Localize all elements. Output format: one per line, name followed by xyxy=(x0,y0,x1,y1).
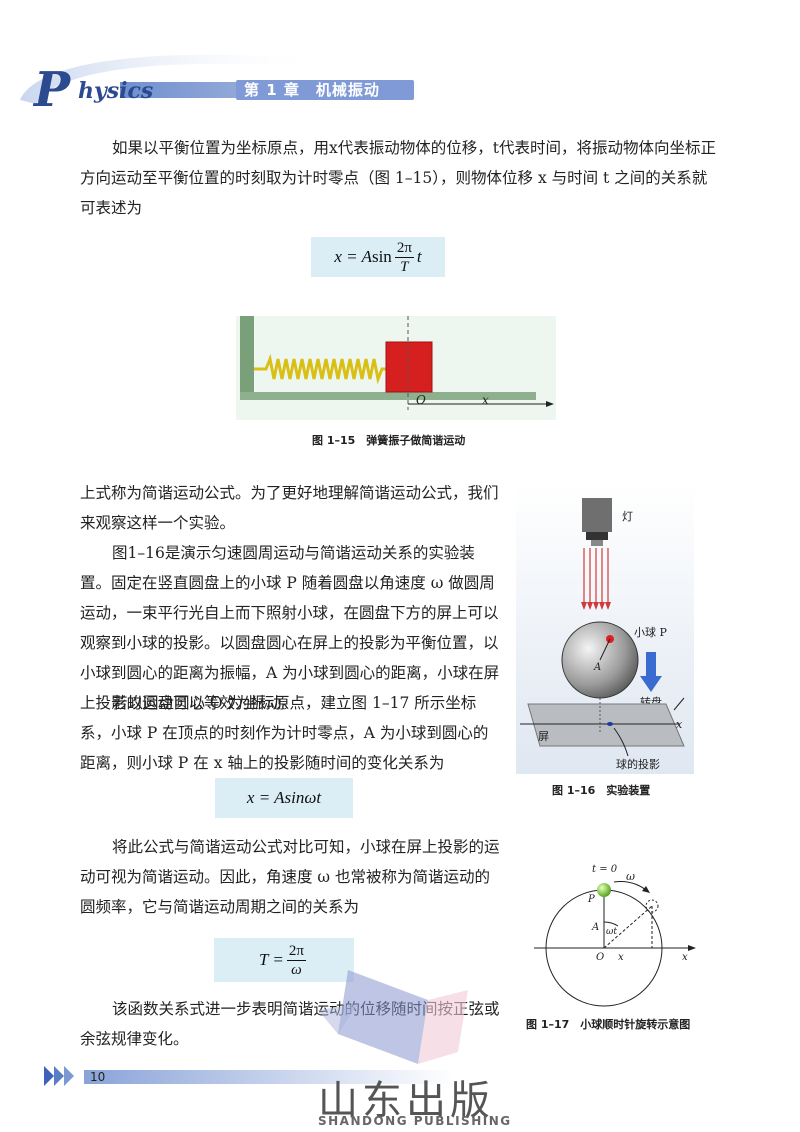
fig16-label-x: x xyxy=(676,718,683,731)
chapter-title: 第 1 章 机械振动 xyxy=(244,81,380,99)
formula1-numerator: 2π xyxy=(394,239,414,258)
fig16-label-a: A xyxy=(593,662,601,673)
fig15-label-o: O xyxy=(416,393,426,407)
light-rays xyxy=(583,548,609,606)
paragraph-3: 图1–16是演示匀速圆周运动与简谐运动关系的实验装置。固定在竖直圆盘上的小球 P… xyxy=(80,544,500,712)
paragraph-4: 若以圆盘圆心 O 为坐标原点，建立图 1–17 所示坐标系，小球 P 在顶点的时… xyxy=(80,694,489,772)
formula3-lhs: T = xyxy=(259,950,284,969)
fig15-caption: 图 1–15 弹簧振子做简谐运动 xyxy=(312,434,466,447)
fig17-label-o: O xyxy=(596,952,604,963)
figure-1-16: 灯 A 小球 P 转盘 x 屏 球的投影 xyxy=(516,484,694,774)
fig17-label-wt: ωt xyxy=(606,927,617,937)
formula-box-3: T = 2π ω xyxy=(214,938,354,982)
fig16-label-screen: 屏 xyxy=(538,730,549,743)
ball-p xyxy=(597,883,611,897)
fig17-label-t0: t = 0 xyxy=(592,864,618,875)
lamp-body xyxy=(582,498,612,532)
logo-text: hysics xyxy=(78,78,154,104)
block xyxy=(385,341,433,393)
fig17-label-p: P xyxy=(587,894,595,905)
fig17-caption: 图 1–17 小球顺时针旋转示意图 xyxy=(526,1018,691,1031)
fig17-label-x1: x xyxy=(618,952,624,963)
screen xyxy=(527,703,685,747)
page-number: 10 xyxy=(90,1070,106,1084)
fig15-label-x: x xyxy=(482,393,489,407)
header-banner xyxy=(20,54,420,104)
paragraph-intro: 如果以平衡位置为坐标原点，用x代表振动物体的位移，t代表时间，将振动物体向坐标正… xyxy=(80,139,716,217)
formula1-denominator: T xyxy=(400,258,409,275)
formula1-fn: sin xyxy=(371,247,392,266)
logo-letter-p: P xyxy=(34,62,71,118)
formula1-lhs: x = A xyxy=(334,247,372,266)
publisher-watermark xyxy=(318,970,468,1064)
spring xyxy=(254,353,386,385)
ball-shadow xyxy=(607,722,613,726)
fig17-label-a: A xyxy=(591,922,599,933)
paragraph-5: 将此公式与简谐运动公式对比可知，小球在屏上投影的运动可视为简谐运动。因此，角速度… xyxy=(80,838,500,916)
fig17-label-omega: ω xyxy=(626,870,635,883)
publisher-name-cn: 山东出版 xyxy=(318,1078,494,1124)
floor xyxy=(240,392,536,400)
formula1-fraction: 2π T xyxy=(394,239,414,276)
figure-1-15: O x xyxy=(236,316,556,420)
formula1-var: t xyxy=(416,247,422,266)
fig16-label-lamp: 灯 xyxy=(622,510,633,523)
figure-1-17: t = 0 ω P A ωt O x x xyxy=(534,864,696,1007)
formula-box-2: x = Asinωt xyxy=(215,778,353,818)
footer-band xyxy=(44,1066,454,1086)
fig16-caption: 图 1–16 实验装置 xyxy=(552,784,651,797)
publisher-name-en: SHANDONG PUBLISHING xyxy=(318,1114,512,1128)
formula3-fraction: 2π ω xyxy=(286,942,306,979)
fig17-label-x2: x xyxy=(682,952,688,963)
page-header: P hysics 第 1 章 机械振动 xyxy=(0,0,800,120)
rotation-arrow xyxy=(640,652,662,692)
fig16-label-ball: 小球 P xyxy=(634,625,667,639)
formula3-numerator: 2π xyxy=(286,942,306,961)
paragraph-2: 上式称为简谐运动公式。为了更好地理解简谐运动公式，我们来观察这样一个实验。 xyxy=(80,484,499,532)
wall xyxy=(240,316,254,400)
formula3-denominator: ω xyxy=(291,961,302,978)
fig16-label-shadow: 球的投影 xyxy=(616,757,660,771)
